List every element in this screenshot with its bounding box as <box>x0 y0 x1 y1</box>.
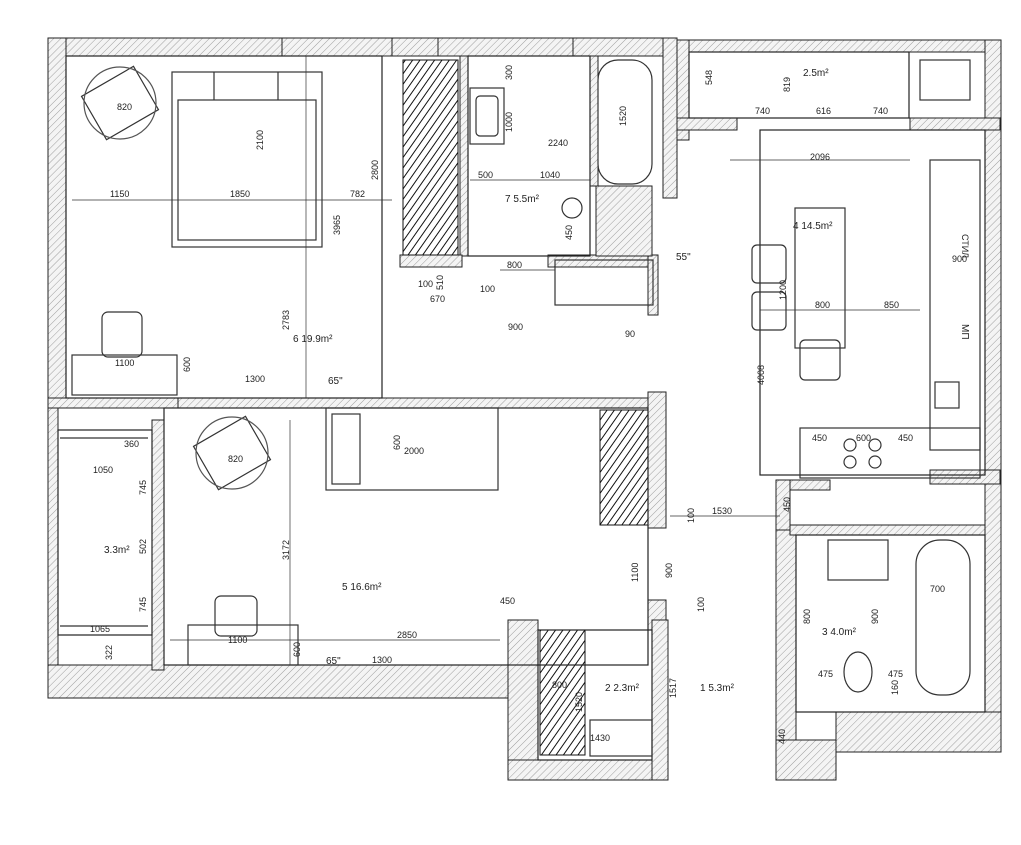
dimension-label: 2000 <box>404 446 424 456</box>
dimension-label: 55" <box>676 252 691 263</box>
room-label: 6 19.9m² <box>293 334 333 345</box>
dimension-label: 1065 <box>90 624 110 634</box>
annotations: СТИЛ. МП <box>959 234 970 340</box>
room-label: 5 16.6m² <box>342 582 382 593</box>
dimension-label: 548 <box>704 70 714 85</box>
dimension-label: 2240 <box>548 138 568 148</box>
dimension-label: 475 <box>888 669 903 679</box>
dimension-label: 1150 <box>110 189 129 199</box>
walls <box>47 37 1002 781</box>
dimension-label: 1517 <box>668 678 678 698</box>
dimension-label: 440 <box>777 729 787 744</box>
dimension-label: МП <box>959 324 970 340</box>
dimension-label: 502 <box>138 539 148 554</box>
dimension-label: 800 <box>802 609 812 624</box>
dimension-label: 700 <box>930 584 945 594</box>
dimension-label: СТИЛ. <box>960 234 970 261</box>
dimension-label: 800 <box>552 680 567 690</box>
dimension-label: 1200 <box>778 280 788 300</box>
dimension-label: 819 <box>782 77 792 92</box>
dimension-label: 90 <box>625 329 635 339</box>
dimension-label: 100 <box>686 508 696 523</box>
dimension-label: 600 <box>182 357 192 372</box>
dimension-label: 1520 <box>574 692 584 712</box>
dimension-label: 1000 <box>504 112 514 132</box>
dimension-lines <box>72 56 920 665</box>
dimension-label: 782 <box>350 189 365 199</box>
room-label: 4 14.5m² <box>793 221 833 232</box>
dimension-label: 2783 <box>281 310 291 330</box>
dimension-label: 1530 <box>712 506 732 516</box>
room-label: 3 4.0m² <box>822 627 857 638</box>
dimension-label: 2850 <box>397 630 417 640</box>
dimension-label: 65" <box>326 656 341 667</box>
dimension-label: 3172 <box>281 540 291 560</box>
dimension-label: 322 <box>104 645 114 660</box>
dimension-label: 820 <box>117 102 132 112</box>
dimension-label: 510 <box>435 275 445 290</box>
dimension-labels: 1150 1850 782 2100 820 3965 2800 2783 60… <box>90 65 967 744</box>
dimension-label: 100 <box>418 279 433 289</box>
dimension-label: 1100 <box>115 358 134 368</box>
dimension-label: 450 <box>782 497 792 512</box>
dimension-label: 800 <box>815 300 830 310</box>
wardrobes <box>402 59 649 756</box>
dimension-label: 850 <box>884 300 899 310</box>
dimension-label: 100 <box>696 597 706 612</box>
dimension-label: 1430 <box>590 733 610 743</box>
dimension-label: 745 <box>138 597 148 612</box>
dimension-label: 740 <box>873 106 888 116</box>
dimension-label: 1100 <box>630 563 640 582</box>
dimension-label: 4008 <box>756 365 766 385</box>
dimension-label: 800 <box>507 260 522 270</box>
dimension-label: 65" <box>328 376 343 387</box>
room-label: 2 2.3m² <box>605 683 640 694</box>
dimension-label: 360 <box>124 439 139 449</box>
dimension-label: 300 <box>504 65 514 80</box>
dimension-label: 900 <box>870 609 880 624</box>
dimension-label: 745 <box>138 480 148 495</box>
dimension-label: 450 <box>812 433 827 443</box>
furniture <box>60 59 981 757</box>
dimension-label: 1100 <box>228 635 247 645</box>
dimension-label: 500 <box>478 170 493 180</box>
dimension-label: 820 <box>228 454 243 464</box>
room-outlines <box>57 51 986 761</box>
room-label: 7 5.5m² <box>505 194 540 205</box>
dimension-label: 900 <box>664 563 674 578</box>
dimension-label: 1300 <box>245 374 265 384</box>
room-labels: 3.3m² 5 16.6m² 6 19.9m² 7 5.5m² 2.5m² 4 … <box>104 68 857 694</box>
dimension-label: 1520 <box>618 106 628 126</box>
room-label: 3.3m² <box>104 545 130 556</box>
dimension-label: 670 <box>430 294 445 304</box>
dimension-label: 2800 <box>370 160 380 180</box>
dimension-label: 450 <box>564 225 574 240</box>
dimension-label: 900 <box>952 254 967 264</box>
dimension-label: 616 <box>816 106 831 116</box>
dimension-label: 450 <box>500 596 515 606</box>
dimension-label: 450 <box>898 433 913 443</box>
dimension-label: 1050 <box>93 465 113 475</box>
dimension-label: 3965 <box>332 215 342 235</box>
dimension-label: 160 <box>890 680 900 695</box>
room-label: 2.5m² <box>803 68 829 79</box>
dimension-label: 740 <box>755 106 770 116</box>
dimension-label: 600 <box>292 642 302 657</box>
dimension-label: 1850 <box>230 189 250 199</box>
dimension-label: 900 <box>508 322 523 332</box>
dimension-label: 100 <box>480 284 495 294</box>
dimension-label: 1300 <box>372 655 392 665</box>
dimension-label: 600 <box>392 435 402 450</box>
dimension-label: 2096 <box>810 152 830 162</box>
dimension-label: 475 <box>818 669 833 679</box>
dimension-label: 600 <box>856 433 871 443</box>
dimension-label: 1040 <box>540 170 560 180</box>
room-label: 1 5.3m² <box>700 683 735 694</box>
dimension-label: 2100 <box>255 130 265 150</box>
